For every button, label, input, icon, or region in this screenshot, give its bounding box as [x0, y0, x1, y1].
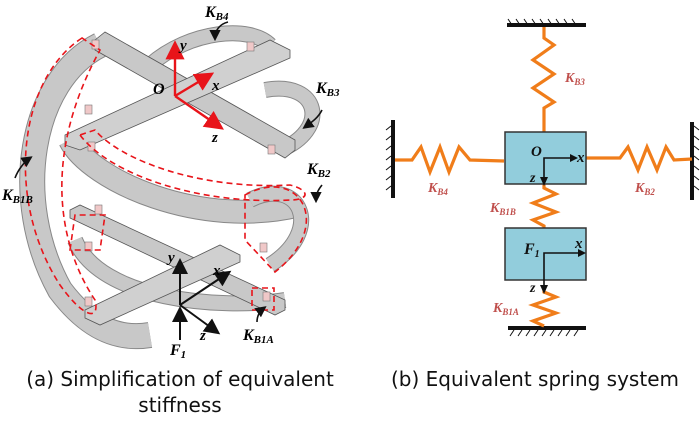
- top-wall: [507, 18, 586, 27]
- label-axis-z-top: z: [211, 130, 218, 146]
- spring-kb3: [530, 27, 557, 133]
- caption-b: (b) Equivalent spring system: [391, 367, 679, 391]
- label-block-o-z: z: [529, 171, 536, 186]
- top-frame-axes: [165, 40, 224, 130]
- kb1b-highlight: [24, 37, 102, 315]
- spring-kb4: [395, 142, 505, 177]
- label-kb1b: KB1B: [1, 187, 33, 206]
- label-axis-x-bottom: x: [212, 263, 221, 279]
- caption-a-line2: stiffness: [138, 393, 222, 417]
- figure-a-labels: KB4 KB3 KB2 KB1B KB1A O y x z y x z F1: [1, 4, 340, 361]
- highlight-regions: [24, 37, 307, 315]
- caption-a: (a) Simplification of equivalent stiffne…: [0, 366, 360, 418]
- spring-kb1a: [528, 288, 561, 328]
- label-kb2: KB2: [634, 181, 655, 197]
- label-kb3: KB3: [315, 80, 340, 99]
- flexure-hinges: [84, 39, 276, 307]
- spring-kb2: [586, 142, 693, 175]
- label-axis-z-bottom: z: [199, 328, 206, 344]
- label-block-f1-z: z: [529, 281, 536, 296]
- left-wall: [385, 120, 395, 198]
- mechanism-drawing: [14, 21, 323, 350]
- label-kb3: KB3: [564, 71, 585, 87]
- block-o-axes: [540, 154, 578, 186]
- label-block-o-x: x: [576, 150, 585, 166]
- spring-kb1b: [528, 184, 561, 228]
- label-axis-y-top: y: [178, 38, 187, 54]
- bottom-wall: [508, 326, 586, 337]
- label-block-o: O: [531, 144, 542, 160]
- right-wall: [690, 122, 700, 200]
- kb1b-lower-highlight: [78, 129, 306, 202]
- kb2-highlight: [244, 186, 307, 274]
- label-axis-y-bottom: y: [166, 250, 175, 266]
- bottom-cross-bar-2: [84, 244, 241, 326]
- label-pointer-arrows: [14, 21, 323, 323]
- label-kb2: KB2: [306, 161, 331, 180]
- block-f1: [504, 227, 587, 281]
- caption-a-line1: (a) Simplification of equivalent: [26, 367, 334, 391]
- label-force-f1: F1: [169, 342, 186, 361]
- spring-system: [385, 18, 700, 337]
- label-kb4: KB4: [427, 181, 448, 197]
- label-axis-x-top: x: [211, 78, 220, 94]
- label-origin: O: [153, 81, 165, 98]
- figure-b-labels: KB3 KB4 KB2 KB1B KB1A O x z F1 x z: [427, 71, 655, 317]
- label-block-f1: F1: [523, 241, 540, 260]
- bottom-frame-axes: [172, 258, 232, 340]
- block-f1-axes: [540, 249, 586, 294]
- label-block-f1-x: x: [574, 236, 583, 252]
- label-kb1a: KB1A: [242, 327, 274, 346]
- label-kb1a: KB1A: [492, 301, 519, 317]
- label-kb4: KB4: [204, 4, 229, 23]
- label-kb1b: KB1B: [489, 201, 516, 217]
